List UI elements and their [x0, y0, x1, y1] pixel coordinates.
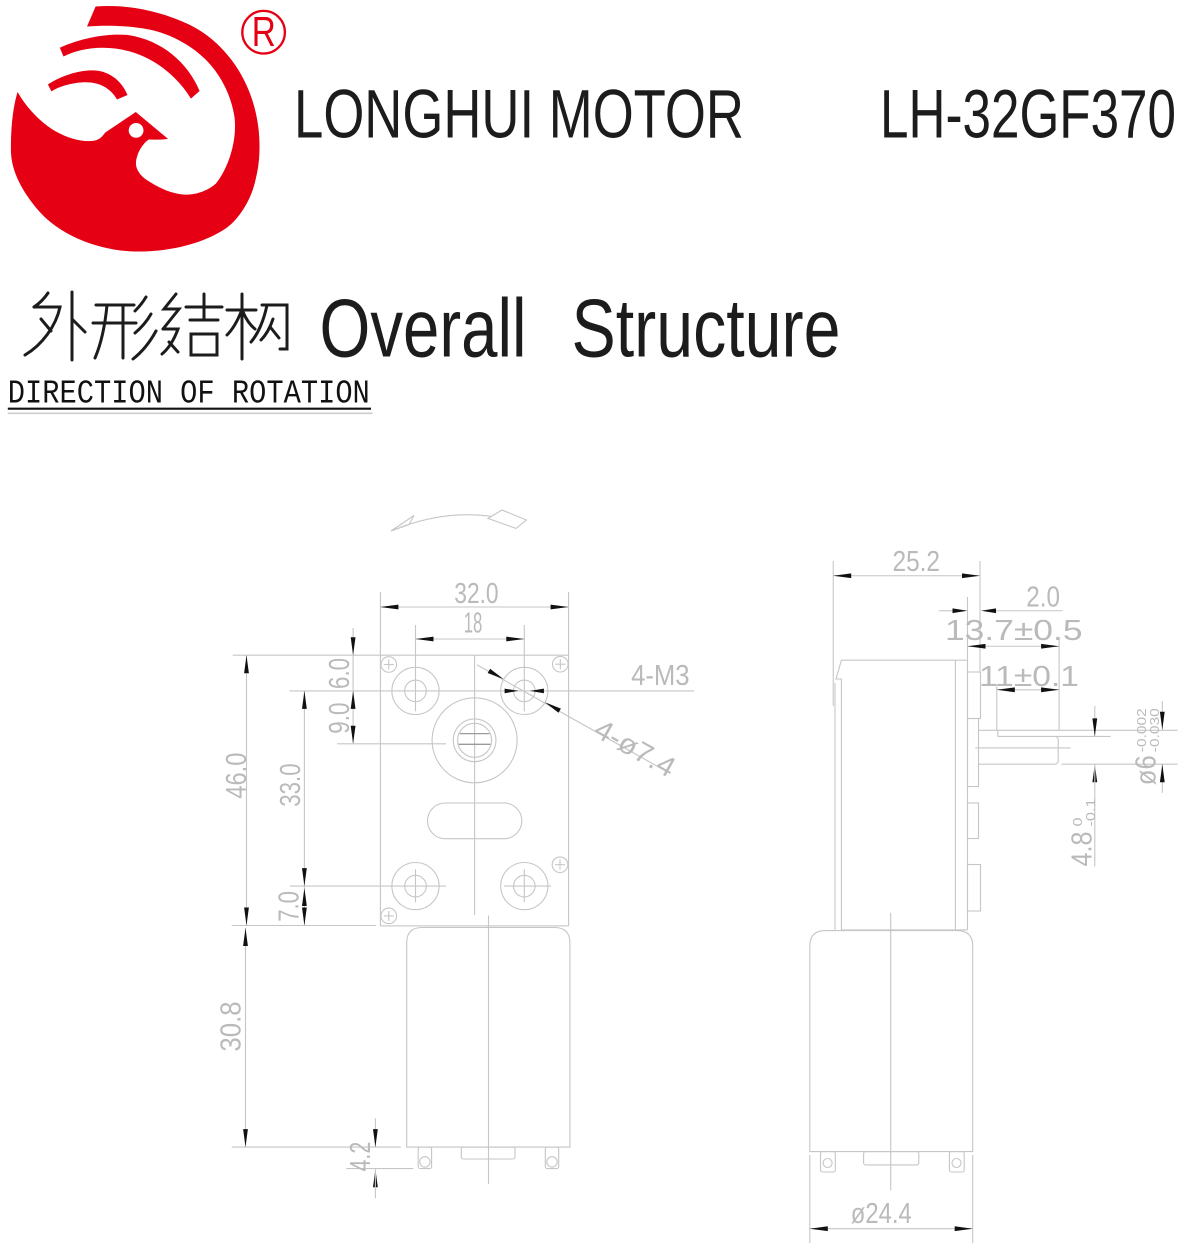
svg-text:DIRECTION OF ROTATION: DIRECTION OF ROTATION — [8, 376, 370, 414]
svg-text:4.8: 4.8 — [1067, 832, 1099, 867]
svg-text:33.0: 33.0 — [275, 763, 307, 806]
svg-text:4-M3: 4-M3 — [631, 660, 690, 692]
svg-text:ø24.4: ø24.4 — [851, 1198, 912, 1230]
svg-text:-0.030: -0.030 — [1147, 708, 1162, 752]
svg-text:18: 18 — [464, 607, 483, 639]
svg-text:11±0.1: 11±0.1 — [979, 661, 1079, 693]
svg-text:LH-32GF370: LH-32GF370 — [880, 76, 1176, 153]
svg-text:Structure: Structure — [572, 282, 841, 375]
svg-text:46.0: 46.0 — [221, 753, 253, 799]
svg-text:-0.1: -0.1 — [1083, 799, 1098, 827]
svg-text:6.0: 6.0 — [324, 658, 356, 689]
svg-text:7.0: 7.0 — [274, 891, 306, 922]
svg-text:25.2: 25.2 — [893, 546, 941, 578]
svg-text:4-ø7.4: 4-ø7.4 — [589, 713, 682, 784]
svg-text:30.8: 30.8 — [215, 1001, 247, 1051]
svg-text:0: 0 — [1070, 818, 1085, 827]
svg-text:2.0: 2.0 — [1026, 581, 1060, 613]
svg-text:13.7±0.5: 13.7±0.5 — [945, 615, 1083, 647]
svg-text:32.0: 32.0 — [454, 578, 498, 610]
svg-text:LONGHUI MOTOR: LONGHUI MOTOR — [294, 76, 744, 153]
svg-text:Overall: Overall — [320, 282, 527, 375]
svg-text:9.0: 9.0 — [324, 703, 356, 734]
svg-text:4.2: 4.2 — [345, 1142, 377, 1172]
svg-text:-0.002: -0.002 — [1134, 708, 1149, 752]
svg-text:ø6: ø6 — [1131, 755, 1163, 785]
svg-text:R: R — [252, 8, 276, 55]
